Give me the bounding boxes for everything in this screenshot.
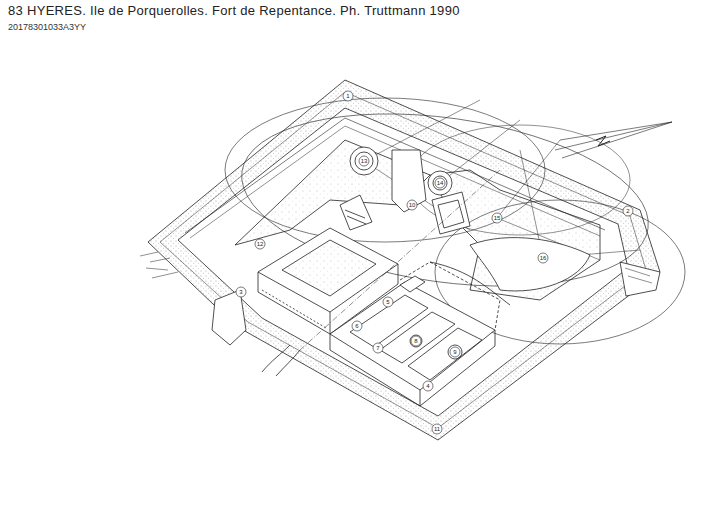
- callout-circle: [492, 213, 502, 223]
- callout-number: 6: [355, 323, 358, 329]
- callout-number: 16: [540, 255, 547, 261]
- callout-circle: [435, 178, 445, 188]
- callout-number: 9: [453, 349, 456, 355]
- callout-number: 14: [437, 180, 444, 186]
- callout-circle: [423, 381, 433, 391]
- callout-number: 5: [386, 299, 389, 305]
- callout-number: 12: [257, 241, 264, 247]
- callout-number: 1: [346, 93, 349, 99]
- callout-number: 3: [239, 289, 242, 295]
- callout-number: 7: [376, 345, 379, 351]
- callout-circle: [236, 287, 246, 297]
- callout-circle: [359, 156, 369, 166]
- callout-circle: [538, 253, 548, 263]
- callout-number: 13: [361, 158, 368, 164]
- callout-circle: [383, 297, 393, 307]
- callout-number: 8: [414, 338, 417, 344]
- callout-number: 10: [409, 202, 416, 208]
- callout-circle: [432, 424, 442, 434]
- callout-circle: [411, 336, 421, 346]
- callout-number: 2: [626, 208, 629, 214]
- title-text: 83 HYERES. Ile de Porquerolles. Fort de …: [8, 3, 460, 18]
- callout-number: 11: [434, 426, 440, 432]
- callout-number: 15: [494, 215, 501, 221]
- callout-circle: [352, 321, 362, 331]
- archive-code: 20178301033A3YY: [8, 22, 86, 32]
- callout-circle: [373, 343, 383, 353]
- callout-circle: [407, 200, 417, 210]
- callout-circle: [343, 91, 353, 101]
- callout-circle: [623, 206, 633, 216]
- callout-circle: [450, 347, 460, 357]
- callout-number: 4: [426, 383, 429, 389]
- callout-circle: [255, 239, 265, 249]
